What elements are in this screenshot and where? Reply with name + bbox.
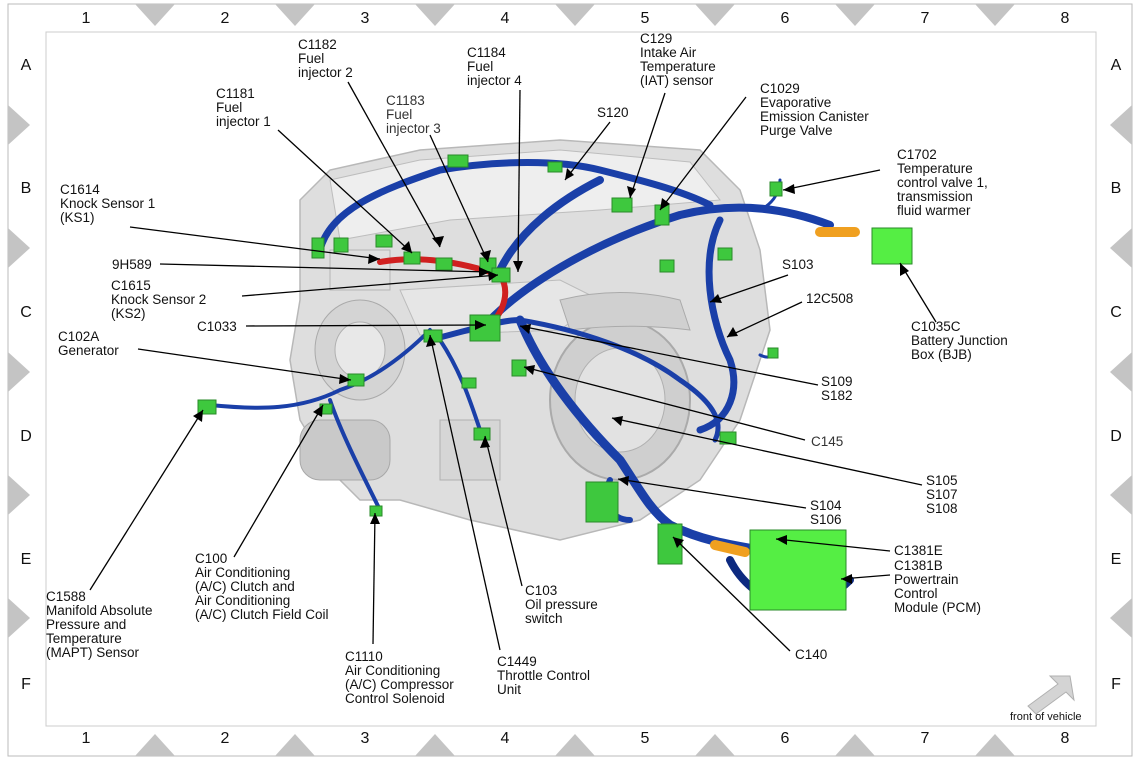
label-c129-iat-sensor: C129 Intake Air Temperature (IAT) sensor xyxy=(640,31,716,88)
grid-col-2-top: 2 xyxy=(220,10,230,27)
diagram-inner-frame xyxy=(45,31,1097,727)
grid-row-b-left: B xyxy=(20,180,32,197)
grid-col-7-top: 7 xyxy=(920,10,930,27)
label-c100-ac-clutch: C100 Air Conditioning (A/C) Clutch and A… xyxy=(195,551,329,622)
label-c1035c-battery-junction-box: C1035C Battery Junction Box (BJB) xyxy=(911,319,1008,362)
grid-row-f-left: F xyxy=(21,676,31,693)
leader-lines xyxy=(89,81,937,652)
connectors xyxy=(197,154,913,611)
grid-row-b-right: B xyxy=(1110,180,1122,197)
grid-col-6-top: 6 xyxy=(780,10,790,27)
grid-row-c-right: C xyxy=(1110,304,1122,321)
label-c102a-generator: C102A Generator xyxy=(58,329,119,358)
grid-col-2-bottom: 2 xyxy=(220,730,230,747)
grid-row-a-right: A xyxy=(1110,57,1122,74)
label-s105-s107-s108: S105 S107 S108 xyxy=(926,473,958,516)
label-c1182-fuel-injector-2: C1182 Fuel injector 2 xyxy=(298,37,353,80)
label-c1702-temperature-control-valve: C1702 Temperature control valve 1, trans… xyxy=(897,147,988,218)
grid-row-e-right: E xyxy=(1110,551,1122,568)
grid-row-c-left: C xyxy=(20,304,32,321)
label-s104-s106: S104 S106 xyxy=(810,498,842,527)
grid-col-8-bottom: 8 xyxy=(1060,730,1070,747)
label-c1449-throttle-control-unit: C1449 Throttle Control Unit xyxy=(497,654,591,697)
grid-col-1-bottom: 1 xyxy=(81,730,91,747)
grid-col-8-top: 8 xyxy=(1060,10,1070,27)
grid-col-6-bottom: 6 xyxy=(780,730,790,747)
label-c103-oil-pressure-switch: C103 Oil pressure switch xyxy=(525,583,598,626)
grid-col-4-top: 4 xyxy=(500,10,510,27)
label-c1183-fuel-injector-3: C1183 Fuel injector 3 xyxy=(386,93,441,136)
grid-col-3-top: 3 xyxy=(360,10,370,27)
label-c1381b-pcm: C1381B Powertrain Control Module (PCM) xyxy=(894,558,982,615)
grid-col-1-top: 1 xyxy=(81,10,91,27)
label-9h589: 9H589 xyxy=(112,257,152,272)
label-c1181-fuel-injector-1: C1181 Fuel injector 1 xyxy=(216,86,271,129)
grid-col-5-bottom: 5 xyxy=(640,730,650,747)
grid-row-f-right: F xyxy=(1111,676,1121,693)
grid-row-d-left: D xyxy=(20,428,32,445)
grid-col-5-top: 5 xyxy=(640,10,650,27)
label-c1029-purge-valve: C1029 Evaporative Emission Canister Purg… xyxy=(760,81,869,138)
front-of-vehicle-label: front of vehicle xyxy=(1010,711,1082,723)
grid-col-7-bottom: 7 xyxy=(920,730,930,747)
grid-col-4-bottom: 4 xyxy=(500,730,510,747)
label-c1110-ac-compressor-solenoid: C1110 Air Conditioning (A/C) Compressor … xyxy=(345,649,454,706)
label-c1614-knock-sensor-1: C1614 Knock Sensor 1 (KS1) xyxy=(60,182,156,225)
label-c145: C145 xyxy=(811,434,844,449)
label-s109-s182: S109 S182 xyxy=(821,374,853,403)
label-s103: S103 xyxy=(782,257,814,272)
label-c140: C140 xyxy=(795,647,828,662)
front-of-vehicle-arrow xyxy=(1027,675,1075,715)
grid-col-3-bottom: 3 xyxy=(360,730,370,747)
grid-row-e-left: E xyxy=(20,551,32,568)
label-c1184-fuel-injector-4: C1184 Fuel injector 4 xyxy=(467,45,522,88)
label-s120: S120 xyxy=(597,105,629,120)
label-c1381e: C1381E xyxy=(894,543,943,558)
label-12c508: 12C508 xyxy=(806,291,854,306)
grid-row-a-left: A xyxy=(20,57,32,74)
label-c1033: C1033 xyxy=(197,319,237,334)
label-c1615-knock-sensor-2: C1615 Knock Sensor 2 (KS2) xyxy=(111,278,207,321)
label-c1588-mapt-sensor: C1588 Manifold Absolute Pressure and Tem… xyxy=(46,589,153,660)
leader-arrowheads xyxy=(193,168,909,584)
grid-row-d-right: D xyxy=(1110,428,1122,445)
grid-markers xyxy=(8,4,1132,756)
